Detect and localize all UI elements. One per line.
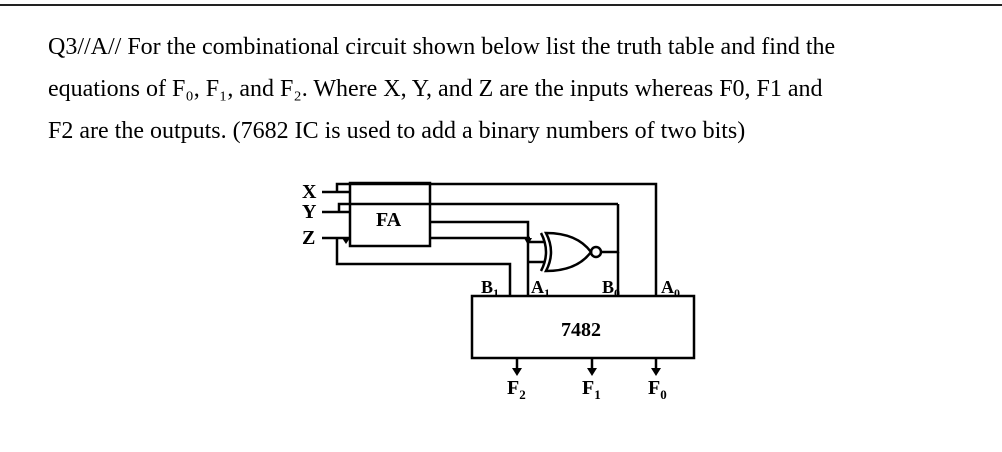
xnor-output-wire: [601, 204, 620, 254]
z-to-b1-wire: [335, 238, 512, 296]
ic-7482-block: [470, 294, 696, 360]
ic-label: 7482: [561, 319, 601, 341]
input-y-label: Y: [302, 201, 317, 223]
question-line-3: F2 are the outputs. (7682 IC is used to …: [48, 118, 746, 144]
fa-sum-arrow-icon: [524, 238, 532, 245]
output-f0-label: F0: [648, 377, 667, 402]
xnor-gate-body: [543, 231, 593, 273]
input-x-label: X: [302, 181, 317, 203]
top-divider: [0, 4, 1002, 6]
xnor-input-curve: [539, 232, 548, 272]
pin-a0-label: A0: [661, 277, 680, 300]
question-text: Q3//A// For the combinational circuit sh…: [48, 26, 978, 152]
y-feed-wire: [337, 202, 618, 212]
f1-arrow-icon: [587, 368, 597, 376]
question-line-1: Q3//A// For the combinational circuit sh…: [48, 34, 836, 60]
output-f1-label: F1: [582, 377, 601, 402]
question-line-2: equations of F₀, F₁, and F₂. Where X, Y,…: [48, 76, 823, 102]
z-arrow-icon: [342, 238, 350, 244]
fa-label: FA: [376, 209, 402, 231]
output-f2-label: F2: [507, 377, 526, 402]
pin-a1-label: A1: [531, 277, 550, 300]
input-z-label: Z: [302, 227, 315, 249]
fa-sum-wire: [430, 220, 530, 296]
x-to-a0-wire: [335, 182, 658, 296]
f2-arrow-icon: [512, 368, 522, 376]
pin-b0-label: B0: [602, 277, 620, 300]
pin-b1-label: B1: [481, 277, 499, 300]
f0-arrow-icon: [651, 368, 661, 376]
